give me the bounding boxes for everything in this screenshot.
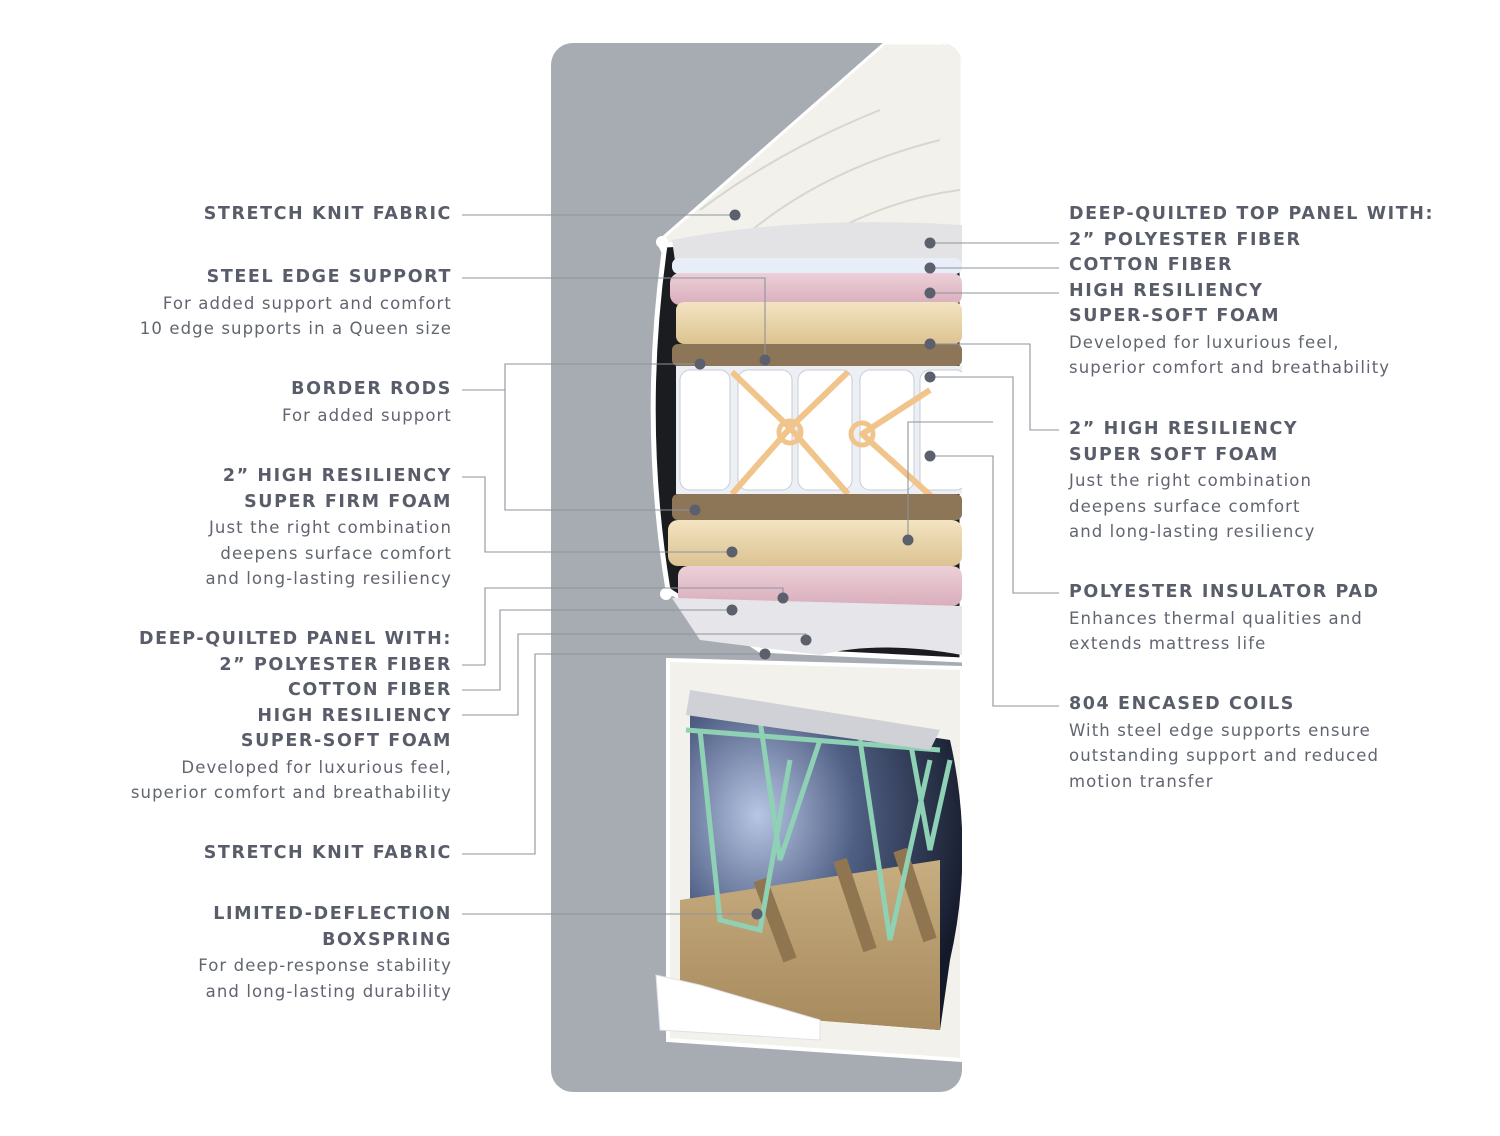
label-border-rods: BORDER RODS For added support <box>12 377 452 428</box>
label-description: Just the right combination <box>1069 471 1313 490</box>
super-firm-foam <box>668 520 962 566</box>
label-heading: BORDER RODS <box>291 379 452 399</box>
label-polyester-insulator-pad: POLYESTER INSULATOR PAD Enhances thermal… <box>1069 580 1489 657</box>
callout-dots <box>689 209 936 920</box>
label-description: superior comfort and breathability <box>1069 358 1391 377</box>
label-heading: HIGH RESILIENCY <box>1069 280 1264 301</box>
cotton-fiber-layer-top <box>672 258 962 274</box>
quilted-panel-bottom <box>672 598 962 655</box>
boxspring-frame <box>685 719 953 941</box>
label-heading: SUPER FIRM FOAM <box>244 491 452 512</box>
super-soft-foam-2in <box>676 302 962 344</box>
label-description: For added support and comfort <box>162 293 452 313</box>
label-heading: 804 ENCASED COILS <box>1069 694 1295 714</box>
label-heading: 2” POLYESTER FIBER <box>219 654 452 675</box>
encased-coils <box>676 366 962 507</box>
label-heading: SUPER SOFT FOAM <box>1069 444 1279 465</box>
label-description: Developed for luxurious feel, <box>181 757 452 777</box>
label-heading: STEEL EDGE SUPPORT <box>206 267 452 287</box>
super-soft-foam-top <box>670 273 962 305</box>
label-description: 10 edge supports in a Queen size <box>139 319 452 338</box>
label-description: Developed for luxurious feel, <box>1069 332 1340 352</box>
label-heading: STRETCH KNIT FABRIC <box>203 843 452 863</box>
label-heading: 2” HIGH RESILIENCY <box>1069 419 1299 439</box>
label-heading: COTTON FIBER <box>287 680 452 700</box>
label-heading: 2” POLYESTER FIBER <box>1069 229 1302 250</box>
polyester-fiber-layer-top <box>672 222 962 268</box>
left-leader-lines <box>462 214 807 915</box>
label-steel-edge-support: STEEL EDGE SUPPORT For added support and… <box>12 265 452 342</box>
label-heading: DEEP-QUILTED PANEL WITH: <box>139 629 452 649</box>
label-heading: SUPER-SOFT FOAM <box>1069 306 1281 326</box>
insulator-pad-bottom <box>672 494 962 520</box>
label-description: With steel edge supports ensure <box>1069 720 1371 740</box>
label-stretch-knit-fabric-top: STRETCH KNIT FABRIC <box>12 202 452 228</box>
label-heading: SUPER-SOFT FOAM <box>240 731 452 751</box>
label-heading: HIGH RESILIENCY <box>257 705 452 726</box>
label-description: deepens surface comfort <box>1069 496 1301 516</box>
label-deep-quilted-panel: DEEP-QUILTED PANEL WITH: 2” POLYESTER FI… <box>12 627 452 806</box>
label-description: For deep-response stability <box>198 956 452 975</box>
label-description: superior comfort and breathability <box>130 783 452 802</box>
label-super-soft-foam: 2” HIGH RESILIENCY SUPER SOFT FOAM Just … <box>1069 417 1489 545</box>
label-heading: POLYESTER INSULATOR PAD <box>1069 582 1380 602</box>
label-super-firm-foam: 2” HIGH RESILIENCY SUPER FIRM FOAM Just … <box>12 464 452 592</box>
label-encased-coils: 804 ENCASED COILS With steel edge suppor… <box>1069 692 1489 794</box>
label-limited-deflection-boxspring: LIMITED-DEFLECTION BOXSPRING For deep-re… <box>12 902 452 1004</box>
label-description: outstanding support and reduced <box>1069 746 1380 765</box>
label-description: extends mattress life <box>1069 634 1267 653</box>
label-description: and long-lasting resiliency <box>205 569 452 588</box>
label-description: and long-lasting durability <box>205 981 452 1001</box>
label-description: Just the right combination <box>208 518 452 537</box>
label-deep-quilted-top-panel: DEEP-QUILTED TOP PANEL WITH: 2” POLYESTE… <box>1069 202 1489 381</box>
label-heading: 2” HIGH RESILIENCY <box>222 466 452 486</box>
label-description: and long-lasting resiliency <box>1069 522 1316 541</box>
label-description: Enhances thermal qualities and <box>1069 608 1363 628</box>
boxspring-corner-guard <box>655 974 821 1041</box>
label-heading: LIMITED-DEFLECTION <box>213 904 452 924</box>
right-leader-lines <box>907 242 1059 707</box>
label-description: deepens surface comfort <box>220 543 452 563</box>
label-stretch-knit-fabric-bottom: STRETCH KNIT FABRIC <box>12 841 452 867</box>
label-heading: COTTON FIBER <box>1069 255 1234 275</box>
boxspring-wood-base <box>680 860 940 1030</box>
label-heading: BOXSPRING <box>322 929 452 950</box>
label-description: motion transfer <box>1069 771 1214 791</box>
insulator-pad-top <box>672 344 962 366</box>
label-heading: DEEP-QUILTED TOP PANEL WITH: <box>1069 204 1435 224</box>
super-soft-foam-bottom <box>678 566 962 606</box>
label-heading: STRETCH KNIT FABRIC <box>203 204 452 224</box>
label-description: For added support <box>281 405 452 425</box>
